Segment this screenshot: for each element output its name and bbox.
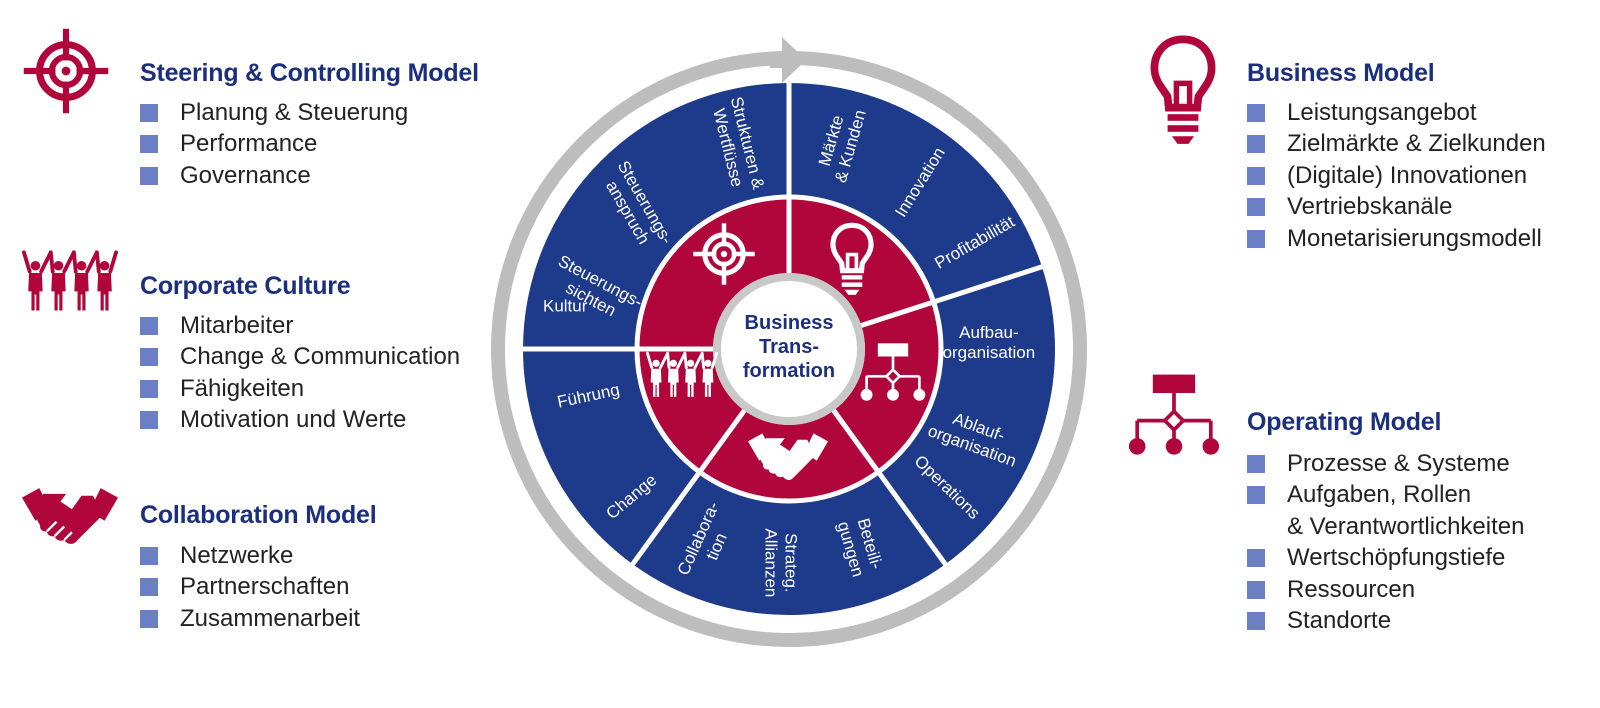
- list-item: Wertschöpfungstiefe: [1247, 542, 1524, 573]
- outer-sector-business: [789, 83, 1042, 303]
- list-item: Fähigkeiten: [140, 373, 460, 404]
- group-steering: Steering & Controlling Model Planung & S…: [0, 0, 500, 200]
- group-title: Corporate Culture: [140, 272, 351, 300]
- cycle-arrow-icon: [782, 37, 806, 83]
- bullet-square: [1247, 455, 1265, 473]
- outer-label-line: organisation: [943, 343, 1036, 362]
- outer-label-line: Aufbau-: [959, 323, 1019, 342]
- bullet-list: Prozesse & Systeme Aufgaben, Rollen & Ve…: [1247, 448, 1524, 636]
- bullet-list: Planung & Steuerung Performance Governan…: [140, 97, 408, 191]
- cycle-arrow-stem: [770, 54, 784, 68]
- list-item: Leistungsangebot: [1247, 97, 1546, 128]
- outer-label-line: Strateg.: [782, 533, 801, 593]
- bullet-square: [1247, 549, 1265, 568]
- list-item: Ressourcen: [1247, 574, 1524, 605]
- group-title: Steering & Controlling Model: [140, 59, 479, 87]
- outer-sector-culture: [523, 349, 700, 565]
- bullet-square: [1247, 198, 1265, 217]
- outer-sector-collaboration: [632, 471, 946, 616]
- group-collaboration: Collaboration Model Netzwerke Partnersch…: [0, 470, 500, 670]
- list-item: Governance: [140, 160, 408, 191]
- outer-label-line: Allianzen: [762, 528, 781, 597]
- list-item: Zielmärkte & Zielkunden: [1247, 128, 1546, 159]
- bullet-square: [1247, 229, 1265, 248]
- bullet-square: [140, 578, 158, 597]
- outer-ring: [491, 37, 1087, 647]
- wheel-sectors: [523, 83, 1056, 616]
- list-item: Monetarisierungsmodell: [1247, 223, 1546, 254]
- list-item: Mitarbeiter: [140, 310, 460, 341]
- list-item: Netzwerke: [140, 540, 360, 571]
- bullet-square: [1247, 580, 1265, 599]
- list-item: Performance: [140, 128, 408, 159]
- bullet-square: [1247, 612, 1265, 631]
- wheel-dividers: [521, 81, 1045, 568]
- bullet-square: [140, 547, 158, 565]
- list-item: Vertriebskanäle: [1247, 191, 1546, 222]
- bullet-square: [1247, 135, 1265, 154]
- list-item: (Digitale) Innovationen: [1247, 160, 1546, 191]
- bullet-square: [140, 348, 158, 367]
- outer-label-kultur: Kultur: [543, 296, 588, 315]
- inner-sector-culture: [637, 349, 745, 472]
- group-title: Operating Model: [1247, 408, 1442, 436]
- bullet-square: [140, 317, 158, 335]
- list-item: Change & Communication: [140, 341, 460, 372]
- outer-label-line: Kultur: [543, 296, 588, 315]
- bullet-square: [140, 609, 158, 628]
- center-hub: Business Trans- formation: [713, 273, 865, 425]
- bullet-list: Netzwerke Partnerschaften Zusammenarbeit: [140, 540, 360, 634]
- group-title: Business Model: [1247, 59, 1435, 87]
- bullet-square: [140, 135, 158, 154]
- outer-label-maerkte: Märkte& Kunden: [815, 108, 870, 185]
- sector-divider: [629, 409, 747, 568]
- bullet-list: Mitarbeiter Change & Communication Fähig…: [140, 310, 460, 436]
- outer-sector-operating: [878, 266, 1056, 565]
- sector-divider: [860, 263, 1045, 328]
- bullet-square: [140, 104, 158, 122]
- list-item: Aufgaben, Rollen: [1247, 479, 1524, 510]
- outer-sector-steering: [523, 83, 789, 349]
- list-item: Partnerschaften: [140, 571, 360, 602]
- center-disc: [721, 281, 857, 417]
- center-line-2: Trans-: [759, 336, 819, 358]
- list-item: & Verantwortlichkeiten: [1287, 512, 1525, 540]
- group-operating: Operating Model Prozesse & Systeme Aufga…: [1100, 360, 1600, 660]
- list-item: Motivation und Werte: [140, 404, 460, 435]
- bullet-square: [1247, 486, 1265, 505]
- ring-divider: [634, 194, 944, 504]
- center-line-3: formation: [743, 360, 835, 382]
- group-title: Collaboration Model: [140, 501, 377, 529]
- bullet-square: [140, 411, 158, 430]
- bullet-square: [1247, 166, 1265, 185]
- center-line-1: Business: [745, 312, 834, 334]
- group-business: Business Model Leistungsangebot Zielmärk…: [1100, 0, 1600, 280]
- list-item: Standorte: [1247, 605, 1524, 636]
- bullet-square: [140, 166, 158, 185]
- inner-sector-operating: [833, 302, 942, 472]
- outer-label-aufbau: Aufbau-organisation: [943, 323, 1036, 362]
- bullet-square: [1247, 104, 1265, 122]
- inner-sector-steering: [637, 197, 789, 349]
- list-item: Prozesse & Systeme: [1247, 448, 1524, 479]
- outer-label-allianzen: Strateg.Allianzen: [762, 528, 801, 597]
- bullet-list: Leistungsangebot Zielmärkte & Zielkunden…: [1247, 97, 1546, 254]
- bullet-square: [140, 379, 158, 398]
- sector-divider: [831, 409, 949, 568]
- list-item: Planung & Steuerung: [140, 97, 408, 128]
- list-item: Zusammenarbeit: [140, 603, 360, 634]
- group-culture: Corporate Culture Mitarbeiter Change & C…: [0, 240, 500, 440]
